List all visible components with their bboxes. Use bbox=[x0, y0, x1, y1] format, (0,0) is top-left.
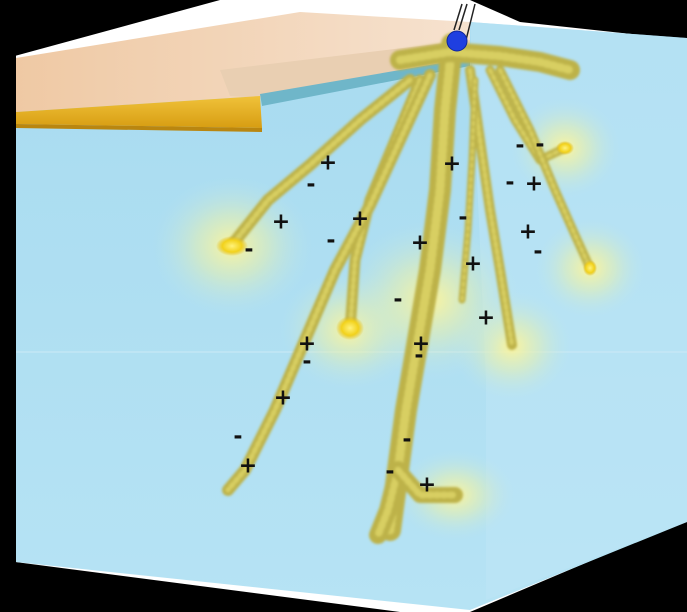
positive-charge-symbol: + bbox=[239, 454, 257, 479]
positive-charge-symbol: + bbox=[274, 386, 292, 411]
positive-charge-symbol: + bbox=[418, 473, 436, 498]
negative-charge-symbol: - bbox=[302, 350, 311, 375]
positive-charge-symbol: + bbox=[412, 332, 430, 357]
streamer-tips bbox=[216, 141, 597, 340]
left-black-edge bbox=[0, 0, 16, 612]
channel-right-thin-highlight bbox=[460, 78, 477, 302]
hot-tip-1 bbox=[216, 236, 248, 256]
positive-charge-symbol: + bbox=[443, 152, 461, 177]
negative-charge-symbol: - bbox=[326, 229, 335, 254]
hot-tip-2 bbox=[336, 316, 364, 340]
plate-top-face bbox=[16, 12, 470, 112]
positive-charge-symbol: + bbox=[319, 151, 337, 176]
negative-charge-symbol: - bbox=[458, 206, 467, 231]
positive-charge-symbol: + bbox=[351, 207, 369, 232]
negative-charge-symbol: - bbox=[535, 133, 544, 158]
lead-wire-3 bbox=[465, 3, 476, 41]
channel-main-foot-left-highlight bbox=[374, 466, 402, 539]
channel-right-1-highlight bbox=[488, 68, 567, 162]
positive-charge-symbol: + bbox=[272, 210, 290, 235]
charge-symbols: +-+-+-+-++--+-+-+-+-+-++--+- bbox=[233, 133, 544, 498]
lead-wire-2 bbox=[458, 3, 468, 31]
positive-charge-symbol: + bbox=[411, 231, 429, 256]
channel-left-long-highlight bbox=[225, 72, 433, 493]
electrode-contact-point bbox=[446, 30, 468, 52]
channel-main-trunk-highlight bbox=[385, 39, 457, 535]
negative-charge-symbol: - bbox=[515, 134, 524, 159]
channel-upper-cap-highlight bbox=[396, 48, 574, 74]
negative-charge-symbol: - bbox=[244, 238, 253, 263]
channel-main-foot-right-highlight bbox=[394, 466, 459, 499]
negative-charge-symbol: - bbox=[233, 425, 242, 450]
negative-charge-symbol: - bbox=[414, 344, 423, 369]
streamer-channels bbox=[222, 33, 595, 544]
hot-tip-4 bbox=[583, 260, 597, 276]
positive-charge-symbol: + bbox=[298, 332, 316, 357]
positive-charge-symbol: + bbox=[525, 172, 543, 197]
top-right-black-wedge bbox=[470, 0, 687, 40]
positive-charge-symbol: + bbox=[464, 252, 482, 277]
bottom-left-black-wedge bbox=[0, 560, 400, 612]
negative-charge-symbol: - bbox=[402, 428, 411, 453]
top-left-black-wedge bbox=[0, 0, 220, 60]
positive-charge-symbol: + bbox=[519, 220, 537, 245]
positive-charge-symbol: + bbox=[477, 306, 495, 331]
negative-charge-symbol: - bbox=[393, 288, 402, 313]
lead-wire-1 bbox=[453, 3, 463, 31]
channel-left-far-highlight bbox=[229, 77, 413, 248]
plate-teal-edge bbox=[260, 58, 470, 106]
negative-charge-symbol: - bbox=[385, 460, 394, 485]
negative-charge-symbol: - bbox=[306, 173, 315, 198]
plate-front-face bbox=[16, 96, 262, 128]
hot-tip-3 bbox=[556, 141, 574, 155]
negative-charge-symbol: - bbox=[533, 240, 542, 265]
plate-front-shadow bbox=[16, 124, 262, 132]
negative-charge-symbol: - bbox=[505, 171, 514, 196]
channel-right-2-highlight bbox=[498, 68, 592, 270]
